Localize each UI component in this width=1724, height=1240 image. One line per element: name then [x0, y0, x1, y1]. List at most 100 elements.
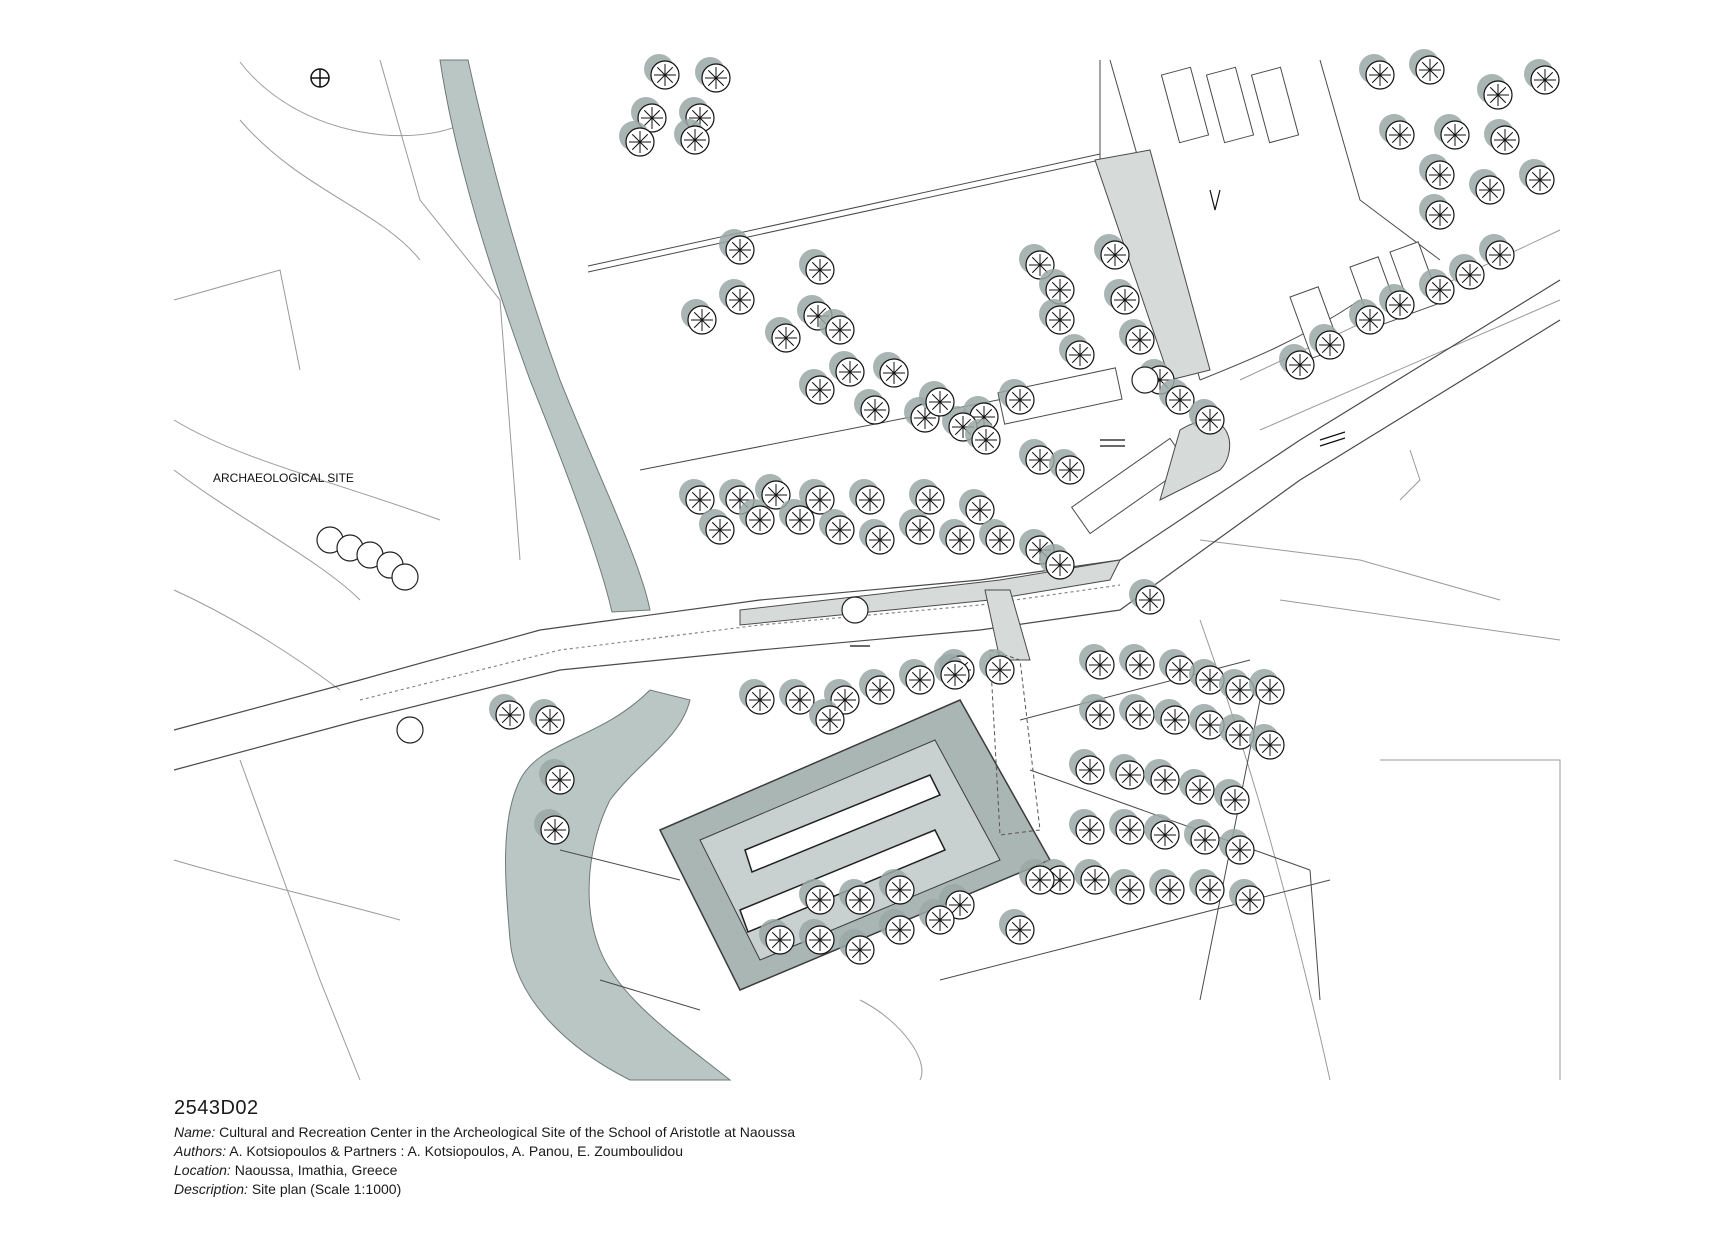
tree-branch — [839, 521, 849, 531]
tree-branch — [851, 949, 861, 959]
tree-branch — [1079, 346, 1089, 356]
tree-branch — [1156, 779, 1166, 789]
tree-branch — [1481, 189, 1491, 199]
tree-branch — [1061, 461, 1071, 471]
tree-branch — [1489, 94, 1499, 104]
tree-branch — [1069, 469, 1079, 479]
tree-branch — [879, 681, 889, 691]
tree-branch — [1166, 711, 1176, 721]
tree-branch — [691, 109, 701, 119]
tree-branch — [1269, 744, 1279, 754]
tree-branch — [699, 117, 709, 127]
tree-branch — [1089, 769, 1099, 779]
tree-branch — [759, 519, 769, 529]
tree-branch — [1191, 781, 1201, 791]
tree-branch — [1094, 879, 1104, 889]
tree-branch — [1231, 841, 1241, 851]
north-arrow-icon — [310, 68, 330, 88]
tree-branch — [811, 939, 821, 949]
tree-branch — [771, 931, 781, 941]
tree-branch — [1161, 889, 1171, 899]
tree-branch — [1039, 541, 1049, 551]
tree-branch — [693, 311, 703, 321]
tree-branch — [829, 711, 839, 721]
tree-branch — [1504, 131, 1514, 141]
tree-branch — [739, 299, 749, 309]
tree-branch — [1191, 789, 1201, 799]
tree-branch — [1019, 921, 1029, 931]
tree-branch — [501, 714, 511, 724]
tree-branch — [1439, 206, 1449, 216]
tree-branch — [1469, 266, 1479, 276]
tree-branch — [1439, 289, 1449, 299]
tree-branch — [819, 269, 829, 279]
tree-branch — [1239, 681, 1249, 691]
tree-branch — [874, 401, 884, 411]
tree-branch — [501, 706, 511, 716]
tree-branch — [719, 521, 729, 531]
tree-branch — [911, 521, 921, 531]
tree-branch — [1059, 879, 1069, 889]
tree-branch — [1141, 591, 1151, 601]
tree-branch — [1086, 879, 1096, 889]
tree-branch — [1261, 689, 1271, 699]
tree-branch — [811, 491, 821, 501]
tree-branch — [731, 491, 741, 501]
tree-branch — [775, 494, 785, 504]
tree-branch — [991, 661, 1001, 671]
tree-branch — [1129, 766, 1139, 776]
tree-branch — [739, 241, 749, 251]
tree-branch — [541, 719, 551, 729]
tree-branch — [1399, 304, 1409, 314]
tree-branch — [1051, 319, 1061, 329]
tree-branch — [699, 109, 709, 119]
tree-branch — [1461, 274, 1471, 284]
tree-branch — [919, 529, 929, 539]
tree-branch — [1536, 71, 1546, 81]
tree-branch — [1129, 829, 1139, 839]
tree-branch — [1116, 299, 1126, 309]
tree-branch — [1299, 364, 1309, 374]
tree-branch — [959, 539, 969, 549]
tree-branch — [951, 896, 961, 906]
tree-branch — [715, 77, 725, 87]
tree-branch — [946, 674, 956, 684]
tree-branch — [831, 321, 841, 331]
drawing-code: 2543D02 — [174, 1097, 259, 1119]
tree-branch — [686, 131, 696, 141]
tree-branch — [1201, 679, 1211, 689]
tree-branch — [1169, 881, 1179, 891]
tree-branch — [899, 881, 909, 891]
tree-branch — [866, 401, 876, 411]
tree-branch — [959, 904, 969, 914]
tree-branch — [1059, 319, 1069, 329]
tree-branch — [954, 418, 964, 428]
tree-branch — [977, 439, 987, 449]
tree-branch — [1196, 839, 1206, 849]
tree-branch — [1491, 254, 1501, 264]
tree-branch — [1031, 264, 1041, 274]
field-lines — [587, 59, 1441, 471]
tree-branch — [1124, 299, 1134, 309]
tree-branch — [1496, 131, 1506, 141]
tree-branch — [809, 307, 819, 317]
tree-branch — [779, 931, 789, 941]
tree-branch — [962, 418, 972, 428]
tree-branch — [1201, 881, 1211, 891]
tree-branch — [871, 539, 881, 549]
tree-branch — [929, 491, 939, 501]
tree-branch — [1121, 774, 1131, 784]
tree-branch — [1209, 724, 1219, 734]
tree-branch — [651, 109, 661, 119]
tree-branch — [1114, 246, 1124, 256]
tree-branch — [1489, 189, 1499, 199]
tree-branch — [1031, 879, 1041, 889]
tree-branch — [1081, 829, 1091, 839]
tree-branch — [1209, 716, 1219, 726]
tree-branch — [1179, 391, 1189, 401]
tree-branch — [1369, 311, 1379, 321]
tree-branch — [1051, 556, 1061, 566]
traffic-arrows — [850, 189, 1346, 647]
tree-branch — [939, 401, 949, 411]
tree-branch — [1544, 71, 1554, 81]
